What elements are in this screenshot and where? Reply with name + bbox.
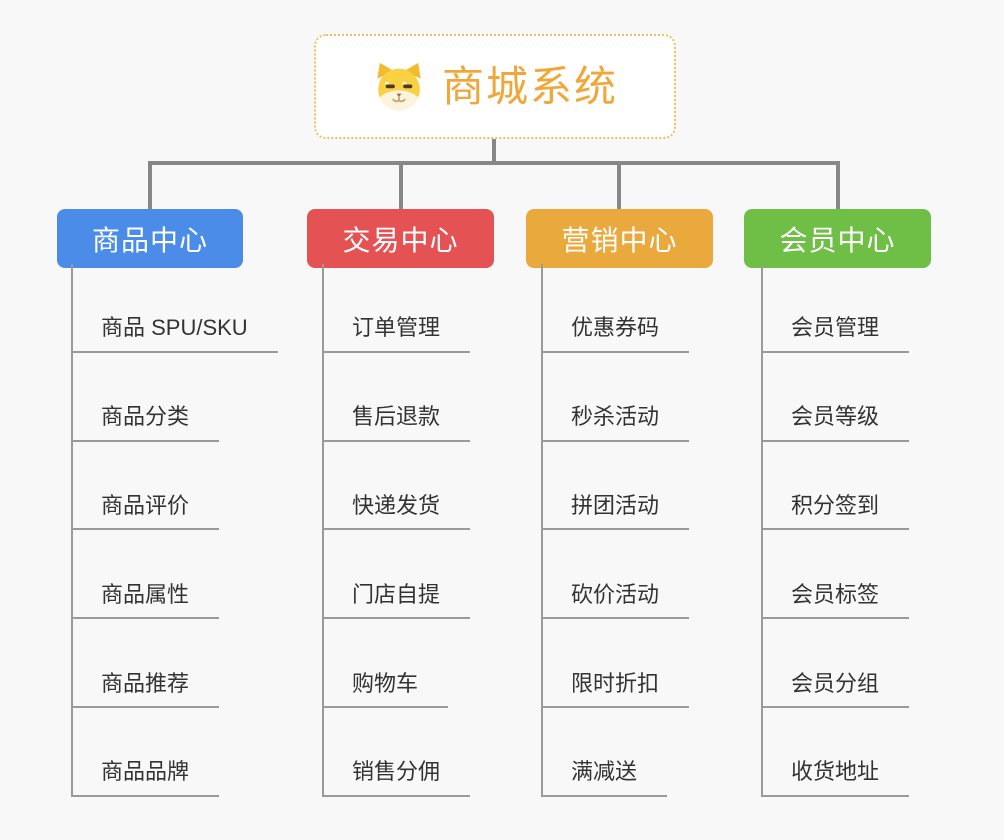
item-row: 商品推荐	[73, 619, 341, 708]
connector-root-drop	[492, 139, 496, 163]
doge-icon	[377, 62, 421, 110]
item-row: 售后退款	[324, 353, 592, 442]
branch-item[interactable]: 会员分组	[763, 671, 910, 708]
branch-node-trade-center[interactable]: 交易中心	[307, 209, 494, 268]
branch-item[interactable]: 售后退款	[324, 404, 471, 442]
branch-node-product-center[interactable]: 商品中心	[57, 209, 243, 268]
item-row: 商品评价	[73, 442, 341, 531]
branch-node-marketing-center[interactable]: 营销中心	[526, 209, 713, 268]
connector-drop-trade	[399, 161, 403, 210]
branch-item[interactable]: 销售分佣	[324, 759, 471, 797]
branch-item[interactable]: 会员等级	[763, 404, 910, 442]
branch-item[interactable]: 订单管理	[324, 315, 471, 353]
item-row: 会员分组	[763, 619, 1004, 708]
connector-drop-product	[148, 161, 152, 210]
item-row: 积分签到	[763, 442, 1004, 531]
connector-drop-marketing	[617, 161, 621, 210]
branch-item[interactable]: 商品属性	[73, 582, 220, 620]
item-row: 砍价活动	[543, 530, 811, 620]
branch-item[interactable]: 商品 SPU/SKU	[73, 315, 278, 353]
item-row: 拼团活动	[543, 442, 811, 531]
item-row: 会员管理	[763, 264, 1004, 353]
connector-drop-member	[836, 161, 840, 210]
item-row: 满减送	[543, 708, 811, 797]
branch-item[interactable]: 秒杀活动	[543, 404, 690, 442]
branch-item[interactable]: 会员管理	[763, 315, 910, 353]
branch-items-product-center: 商品 SPU/SKU 商品分类 商品评价 商品属性 商品推荐 商品品牌	[71, 264, 341, 797]
item-row: 快递发货	[324, 442, 592, 531]
item-row: 商品品牌	[73, 708, 341, 797]
item-row: 订单管理	[324, 264, 592, 353]
item-row: 限时折扣	[543, 619, 811, 708]
branch-item[interactable]: 商品评价	[73, 493, 220, 531]
branch-item[interactable]: 商品分类	[73, 404, 220, 442]
item-row: 优惠券码	[543, 264, 811, 353]
item-row: 会员等级	[763, 353, 1004, 442]
branch-item[interactable]: 会员标签	[763, 582, 910, 620]
branch-item[interactable]: 积分签到	[763, 493, 910, 531]
root-title: 商城系统	[441, 62, 618, 110]
item-row: 商品 SPU/SKU	[73, 264, 341, 353]
branch-item[interactable]: 门店自提	[324, 582, 471, 620]
branch-item[interactable]: 拼团活动	[543, 493, 690, 531]
item-row: 商品分类	[73, 353, 341, 442]
branch-node-member-center[interactable]: 会员中心	[744, 209, 931, 268]
item-row: 销售分佣	[324, 708, 592, 797]
branch-item[interactable]: 砍价活动	[543, 582, 690, 620]
branch-item[interactable]: 商品品牌	[73, 759, 220, 797]
item-row: 购物车	[324, 619, 592, 708]
branch-item[interactable]: 收货地址	[763, 759, 910, 797]
item-row: 门店自提	[324, 530, 592, 620]
branch-item[interactable]: 购物车	[324, 671, 449, 708]
item-row: 会员标签	[763, 530, 1004, 620]
branch-item[interactable]: 快递发货	[324, 493, 471, 531]
branch-item[interactable]: 优惠券码	[543, 315, 690, 353]
branch-items-member-center: 会员管理 会员等级 积分签到 会员标签 会员分组 收货地址	[761, 264, 1004, 797]
branch-item[interactable]: 限时折扣	[543, 671, 690, 708]
root-node-mall-system[interactable]: 商城系统	[314, 34, 676, 139]
branch-item[interactable]: 商品推荐	[73, 671, 220, 708]
branch-items-marketing-center: 优惠券码 秒杀活动 拼团活动 砍价活动 限时折扣 满减送	[541, 264, 811, 797]
item-row: 收货地址	[763, 708, 1004, 797]
connector-horizontal-rail	[148, 161, 840, 165]
item-row: 秒杀活动	[543, 353, 811, 442]
branch-item[interactable]: 满减送	[543, 759, 668, 797]
item-row: 商品属性	[73, 530, 341, 620]
branch-items-trade-center: 订单管理 售后退款 快递发货 门店自提 购物车 销售分佣	[322, 264, 592, 797]
